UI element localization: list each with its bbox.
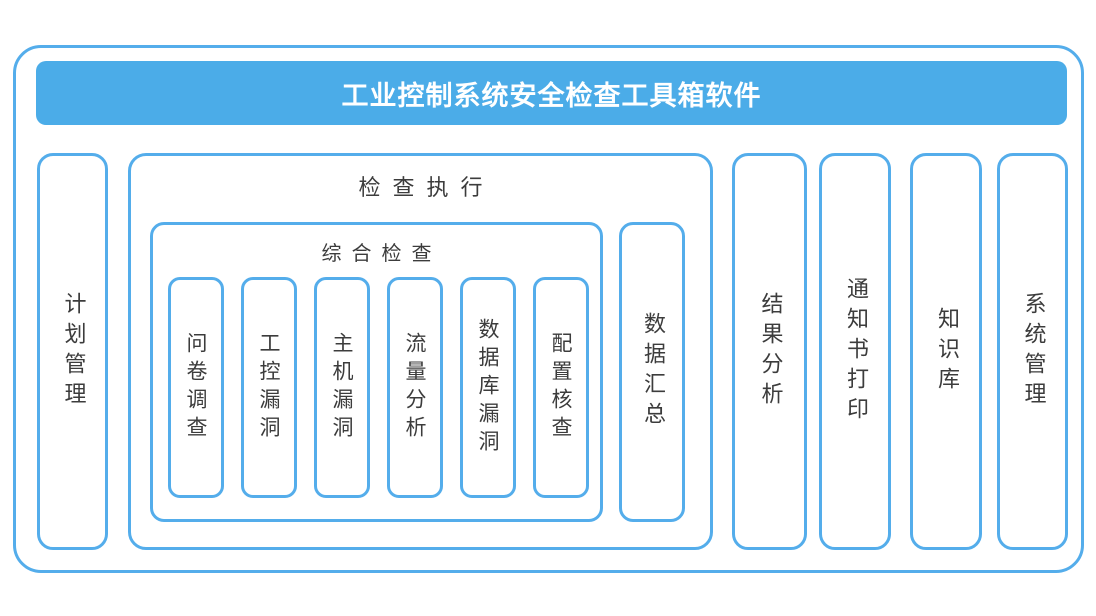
module-plan-management: 计划管理 <box>37 153 108 550</box>
comprehensive-inspection-items: 问卷调查 工控漏洞 主机漏洞 流量分析 <box>168 277 589 498</box>
item-host-vulnerability-label: 主机漏洞 <box>330 331 354 444</box>
module-inspection-execution: 检查执行 综合检查 问卷调查 工控漏洞 主机漏洞 <box>128 153 713 550</box>
item-questionnaire-survey: 问卷调查 <box>168 277 224 498</box>
group-comprehensive-inspection: 综合检查 问卷调查 工控漏洞 主机漏洞 <box>150 222 603 522</box>
module-knowledge-base-label: 知识库 <box>934 306 959 397</box>
item-database-vulnerability: 数据库漏洞 <box>460 277 516 498</box>
toolbox-outer-frame: 工业控制系统安全检查工具箱软件 计划管理 检查执行 综合检查 问卷调查 <box>13 45 1084 573</box>
item-database-vulnerability-label: 数据库漏洞 <box>476 317 500 458</box>
toolbox-header: 工业控制系统安全检查工具箱软件 <box>36 61 1067 125</box>
item-ics-vulnerability: 工控漏洞 <box>241 277 297 498</box>
item-traffic-analysis: 流量分析 <box>387 277 443 498</box>
module-result-analysis-label: 结果分析 <box>757 291 783 412</box>
module-system-management: 系统管理 <box>997 153 1068 550</box>
module-system-management-label: 系统管理 <box>1020 291 1046 412</box>
item-configuration-check-label: 配置核查 <box>549 331 573 444</box>
module-result-analysis: 结果分析 <box>732 153 807 550</box>
group-comprehensive-inspection-label: 综合检查 <box>321 241 442 265</box>
module-notice-printing: 通知书打印 <box>819 153 891 550</box>
toolbox-title: 工业控制系统安全检查工具箱软件 <box>341 80 762 112</box>
module-notice-printing-label: 通知书打印 <box>843 276 868 427</box>
module-plan-management-label: 计划管理 <box>60 291 86 412</box>
module-row: 计划管理 检查执行 综合检查 问卷调查 工控漏洞 <box>37 153 1068 550</box>
item-configuration-check: 配置核查 <box>533 277 589 498</box>
item-ics-vulnerability-label: 工控漏洞 <box>257 331 281 444</box>
module-data-summary: 数据汇总 <box>619 222 685 522</box>
inspection-execution-body: 综合检查 问卷调查 工控漏洞 主机漏洞 <box>150 222 685 522</box>
module-data-summary-label: 数据汇总 <box>640 312 665 432</box>
module-inspection-execution-label: 检查执行 <box>358 176 495 201</box>
module-knowledge-base: 知识库 <box>910 153 982 550</box>
item-questionnaire-survey-label: 问卷调查 <box>184 331 208 444</box>
item-host-vulnerability: 主机漏洞 <box>314 277 370 498</box>
item-traffic-analysis-label: 流量分析 <box>403 331 427 444</box>
